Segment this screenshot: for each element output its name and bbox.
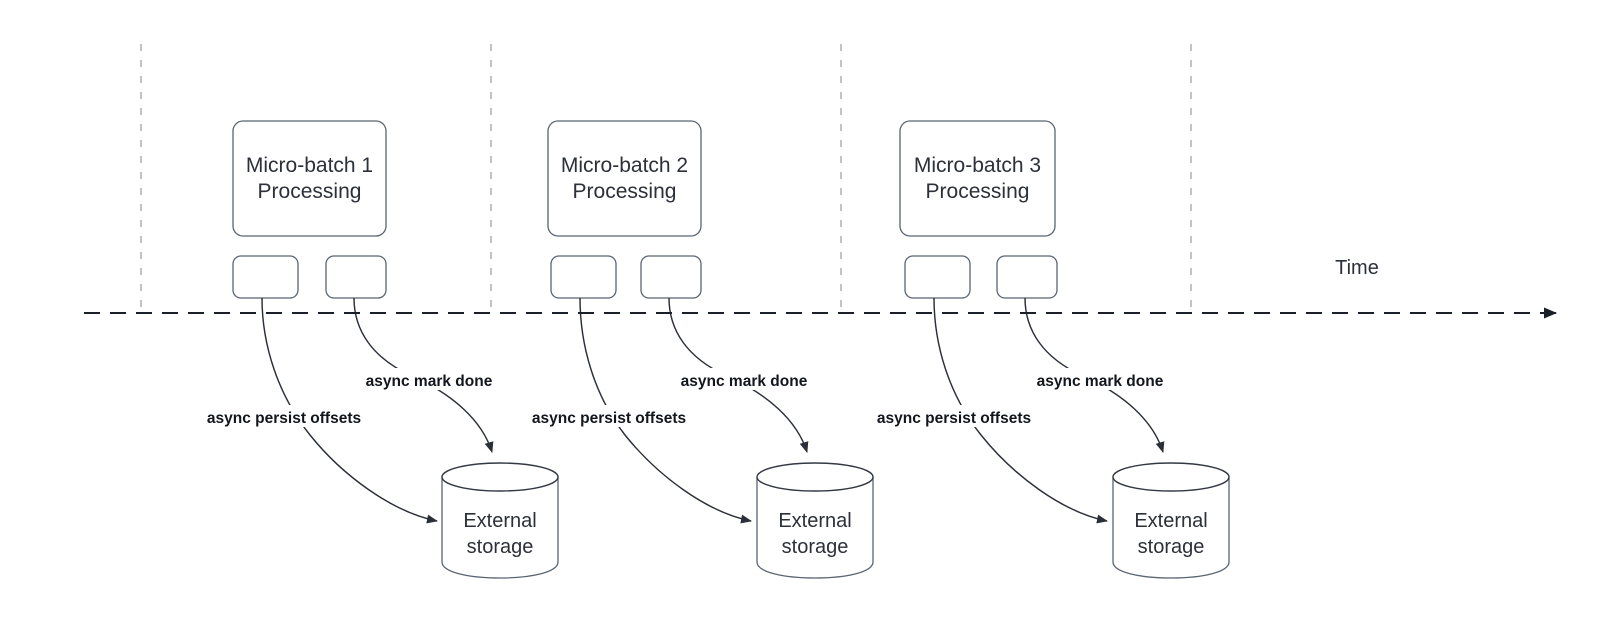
external-storage-2-label-line1: External bbox=[778, 510, 851, 532]
micro-batch-3-label-line2: Processing bbox=[926, 180, 1030, 203]
micro-batch-1-box[interactable]: Micro-batch 1 Processing bbox=[232, 120, 387, 237]
edge-label-async-persist-offsets-3-text: async persist offsets bbox=[877, 410, 1031, 427]
micro-batch-2-label-line2: Processing bbox=[573, 180, 677, 203]
edge-label-async-mark-done-1-text: async mark done bbox=[366, 373, 493, 390]
edge-label-async-mark-done-3: async mark done bbox=[1028, 368, 1173, 390]
edge-async-persist-offsets-3 bbox=[933, 297, 1108, 524]
task-box-2a[interactable] bbox=[550, 255, 617, 299]
edge-label-async-persist-offsets-1: async persist offsets bbox=[194, 405, 374, 427]
group-2: Micro-batch 2 Processing async mark done… bbox=[519, 120, 874, 579]
micro-batch-1-label-line1: Micro-batch 1 bbox=[246, 154, 373, 177]
micro-batch-2-label-line1: Micro-batch 2 bbox=[561, 154, 688, 177]
edge-async-persist-offsets-1 bbox=[261, 297, 438, 524]
edge-label-async-persist-offsets-2-text: async persist offsets bbox=[532, 410, 686, 427]
external-storage-2-label-line2: storage bbox=[782, 536, 849, 558]
external-storage-1[interactable]: External storage bbox=[441, 462, 559, 579]
task-box-3a[interactable] bbox=[904, 255, 971, 299]
external-storage-3-label-line2: storage bbox=[1138, 536, 1205, 558]
task-box-1b[interactable] bbox=[325, 255, 387, 299]
external-storage-1-label-line1: External bbox=[463, 510, 536, 532]
task-box-1a[interactable] bbox=[232, 255, 299, 299]
edge-label-async-persist-offsets-2: async persist offsets bbox=[519, 405, 699, 427]
micro-batch-1-label-line2: Processing bbox=[258, 180, 362, 203]
external-storage-1-top bbox=[441, 462, 559, 492]
external-storage-3[interactable]: External storage bbox=[1112, 462, 1230, 579]
micro-batch-2-rect[interactable] bbox=[547, 120, 702, 237]
micro-batch-3-rect[interactable] bbox=[899, 120, 1056, 237]
external-storage-1-label-line2: storage bbox=[467, 536, 534, 558]
batch-boundary-guides bbox=[140, 44, 1192, 313]
edge-async-persist-offsets-2 bbox=[579, 297, 752, 524]
group-1: Micro-batch 1 Processing async mark done… bbox=[194, 120, 559, 579]
external-storage-3-top bbox=[1112, 462, 1230, 492]
micro-batch-1-rect[interactable] bbox=[232, 120, 387, 237]
edge-label-async-persist-offsets-3: async persist offsets bbox=[864, 405, 1044, 427]
external-storage-2-top bbox=[756, 462, 874, 492]
edge-label-async-persist-offsets-1-text: async persist offsets bbox=[207, 410, 361, 427]
edge-label-async-mark-done-3-text: async mark done bbox=[1037, 373, 1164, 390]
external-storage-1-body[interactable] bbox=[441, 476, 559, 579]
edge-label-async-mark-done-2: async mark done bbox=[672, 368, 817, 390]
edge-label-async-mark-done-1: async mark done bbox=[357, 368, 502, 390]
time-axis: Time bbox=[84, 257, 1557, 319]
micro-batch-3-label-line1: Micro-batch 3 bbox=[914, 154, 1041, 177]
task-box-3b[interactable] bbox=[996, 255, 1058, 299]
external-storage-2[interactable]: External storage bbox=[756, 462, 874, 579]
task-box-2b[interactable] bbox=[640, 255, 702, 299]
group-3: Micro-batch 3 Processing async mark done… bbox=[864, 120, 1230, 579]
micro-batch-3-box[interactable]: Micro-batch 3 Processing bbox=[899, 120, 1056, 237]
external-storage-3-label-line1: External bbox=[1134, 510, 1207, 532]
external-storage-3-body[interactable] bbox=[1112, 476, 1230, 579]
external-storage-2-body[interactable] bbox=[756, 476, 874, 579]
micro-batch-2-box[interactable]: Micro-batch 2 Processing bbox=[547, 120, 702, 237]
edge-label-async-mark-done-2-text: async mark done bbox=[681, 373, 808, 390]
time-axis-label: Time bbox=[1335, 257, 1379, 279]
